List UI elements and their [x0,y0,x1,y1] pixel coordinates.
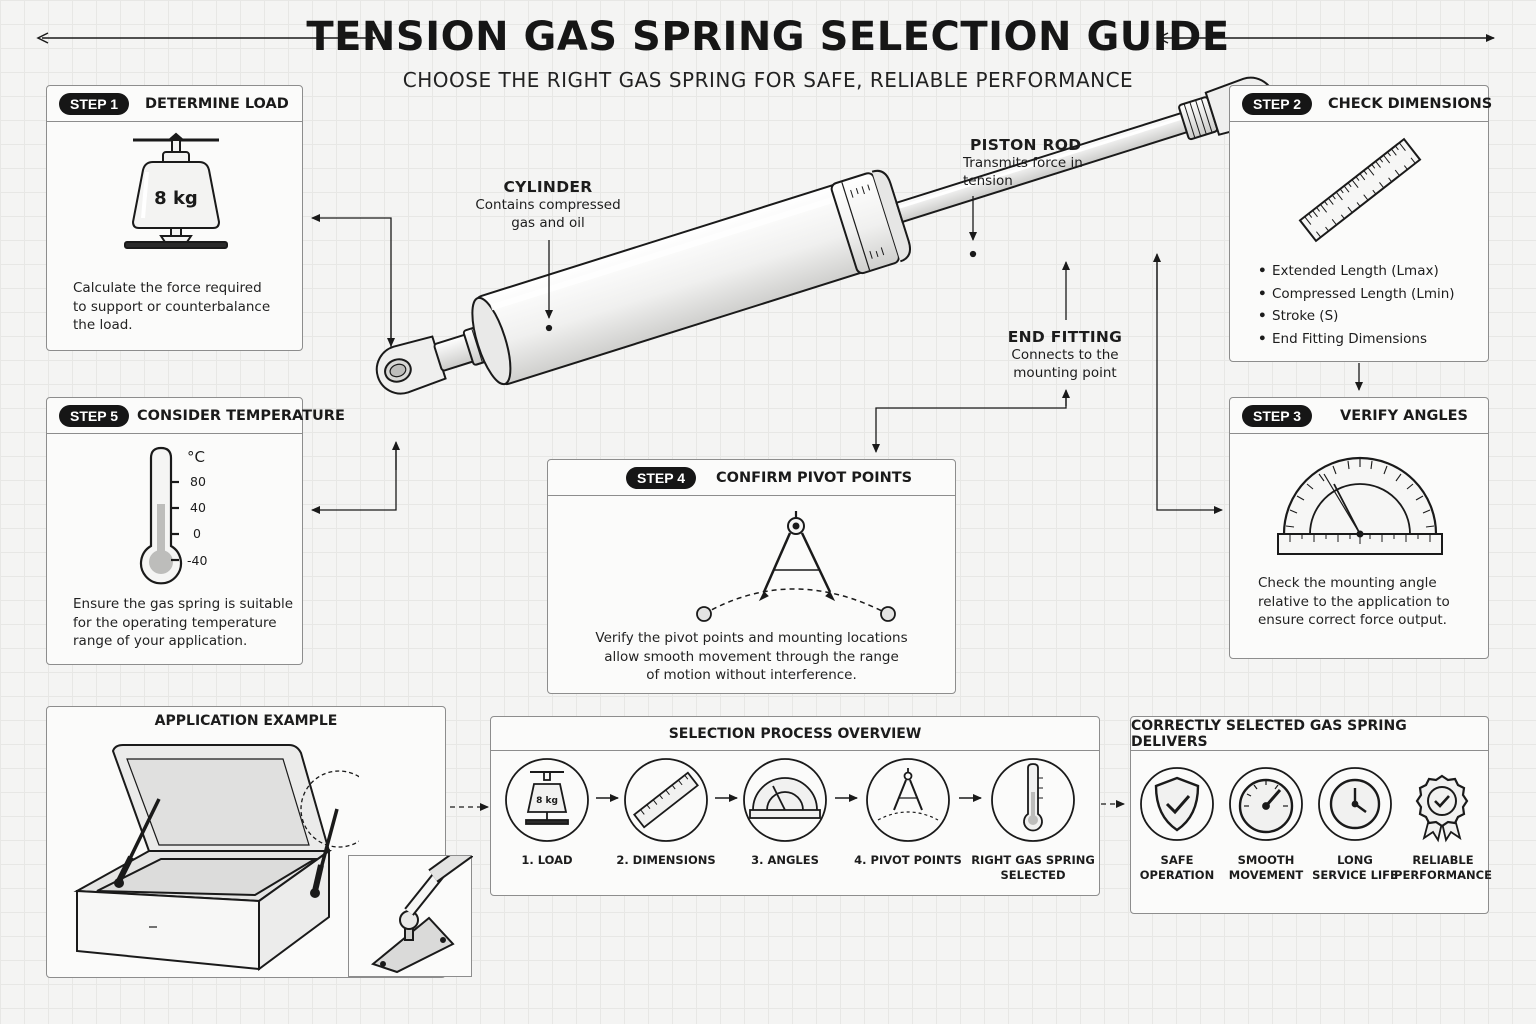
page-title: TENSION GAS SPRING SELECTION GUIDE [306,14,1230,60]
step3-header: STEP 3 VERIFY ANGLES [1230,398,1488,434]
step2-header: STEP 2 CHECK DIMENSIONS [1230,86,1492,122]
dimension-item-extended: Extended Length (Lmax) [1258,260,1455,283]
temp-tick-40: 40 [190,500,206,515]
step5-header: STEP 5 CONSIDER TEMPERATURE [47,398,345,434]
overview-load-icon [525,771,569,825]
step3-title: VERIFY ANGLES [1340,407,1468,424]
dimension-item-stroke: Stroke (S) [1258,305,1455,328]
overview-step-load: 1. LOAD [521,853,573,867]
callout-piston-rod: PISTON ROD Transmits force in tension [946,136,1096,190]
step1-header: STEP 1 DETERMINE LOAD [47,86,302,122]
callout-cylinder: CYLINDER Contains compressed gas and oil [458,178,638,232]
overview-step-pivot: 4. PIVOT POINTS [854,853,962,867]
step1-title: DETERMINE LOAD [145,95,289,112]
callout-cylinder-title: CYLINDER [503,178,593,196]
overview-weight-label: 8 kg [536,796,558,806]
protractor-ticks [1285,459,1435,528]
title-arrow-left [36,32,376,44]
step5-text: Ensure the gas spring is suitable for th… [73,596,294,649]
long-service-life-clock-icon [1318,767,1392,841]
overview-step-dimensions: 2. DIMENSIONS [616,853,716,867]
reliable-performance-badge-icon [1415,774,1469,843]
overview-step-angles: 3. ANGLES [751,853,819,867]
overview-thermometer-icon [1023,763,1043,832]
step1-badge: STEP 1 [59,92,129,115]
step5-title: CONSIDER TEMPERATURE [137,407,345,424]
callout-cylinder-desc: Contains compressed gas and oil [475,197,621,231]
cylinder-body [471,169,912,386]
step2-badge: STEP 2 [1242,92,1312,115]
gas-spring-illustration [375,76,1276,395]
benefit-long-service-life: LONG SERVICE LIFE [1312,853,1398,882]
benefits-title: CORRECTLY SELECTED GAS SPRING DELIVERS [1131,717,1488,751]
scale-weight-icon: 8 kg [124,132,228,249]
compass-icon [696,511,896,622]
weight-label: 8 kg [154,188,198,209]
thermometer-icon [139,446,183,585]
benefit-reliable-performance: RELIABLE PERFORMANCE [1394,853,1492,882]
overview-protractor-icon [749,777,821,819]
detail-inset [348,843,474,977]
benefit-safe-operation: SAFE OPERATION [1139,853,1215,882]
page-subtitle: CHOOSE THE RIGHT GAS SPRING FOR SAFE, RE… [402,68,1134,92]
smooth-movement-gauge-icon [1229,767,1303,841]
application-card: APPLICATION EXAMPLE [46,706,474,978]
step5-card: STEP 5 CONSIDER TEMPERATURE °C 80 40 0 -… [46,397,345,665]
overview-ruler-icon [633,771,699,829]
dimension-item-end-fitting: End Fitting Dimensions [1258,328,1455,351]
callout-end-fitting-desc: Connects to the mounting point [1011,347,1119,381]
step4-card: STEP 4 CONFIRM PIVOT POINTS Verify the p… [547,459,956,694]
callout-end-fitting: END FITTING Connects to the mounting poi… [992,328,1138,382]
storage-bed-illustration [73,744,359,971]
ruler-ticks [1304,142,1416,238]
dimension-item-compressed: Compressed Length (Lmin) [1258,283,1455,306]
callout-piston-rod-desc: Transmits force in tension [963,155,1083,189]
application-title: APPLICATION EXAMPLE [154,713,338,729]
cylinder-scale-marks [850,184,885,259]
callout-leaders [545,196,1070,332]
step4-header: STEP 4 CONFIRM PIVOT POINTS [548,460,955,496]
overview-title: SELECTION PROCESS OVERVIEW [491,717,1099,751]
step1-card: STEP 1 DETERMINE LOAD 8 kg Calculate the… [46,85,303,351]
callout-end-fitting-title: END FITTING [1007,328,1123,346]
temp-tick-minus40: -40 [187,553,208,568]
benefits-icons [1140,767,1469,843]
mount-detail-icon [370,843,474,974]
safe-operation-shield-icon [1140,767,1214,841]
step2-card: STEP 2 CHECK DIMENSIONS [1229,85,1492,362]
step4-title: CONFIRM PIVOT POINTS [716,469,913,486]
temp-tick-80: 80 [190,474,206,489]
overview-compass-icon [877,768,939,821]
dimension-list: Extended Length (Lmax) Compressed Length… [1258,260,1455,350]
overview-icons: 8 kg [505,758,1075,842]
step3-badge: STEP 3 [1242,404,1312,427]
temp-tick-0: 0 [193,526,201,541]
benefit-smooth-movement: SMOOTH MOVEMENT [1228,853,1304,882]
step2-title: CHECK DIMENSIONS [1328,95,1493,112]
step4-text: Verify the pivot points and mounting loc… [595,630,908,683]
overview-step-selected: RIGHT GAS SPRING SELECTED [971,853,1095,882]
step1-text: Calculate the force required to support … [73,280,271,333]
step3-text: Check the mounting angle relative to the… [1258,575,1450,628]
step3-card: STEP 3 VERIFY ANGLES [1229,397,1489,659]
callout-piston-rod-title: PISTON ROD [970,136,1082,154]
protractor-icon [1277,456,1443,555]
step5-badge: STEP 5 [59,404,129,427]
ruler-icon [1298,137,1422,243]
title-arrow-right [1156,32,1495,44]
temperature-unit: °C [187,448,205,466]
protractor-base-ticks [1289,534,1431,544]
step4-badge: STEP 4 [626,466,696,489]
